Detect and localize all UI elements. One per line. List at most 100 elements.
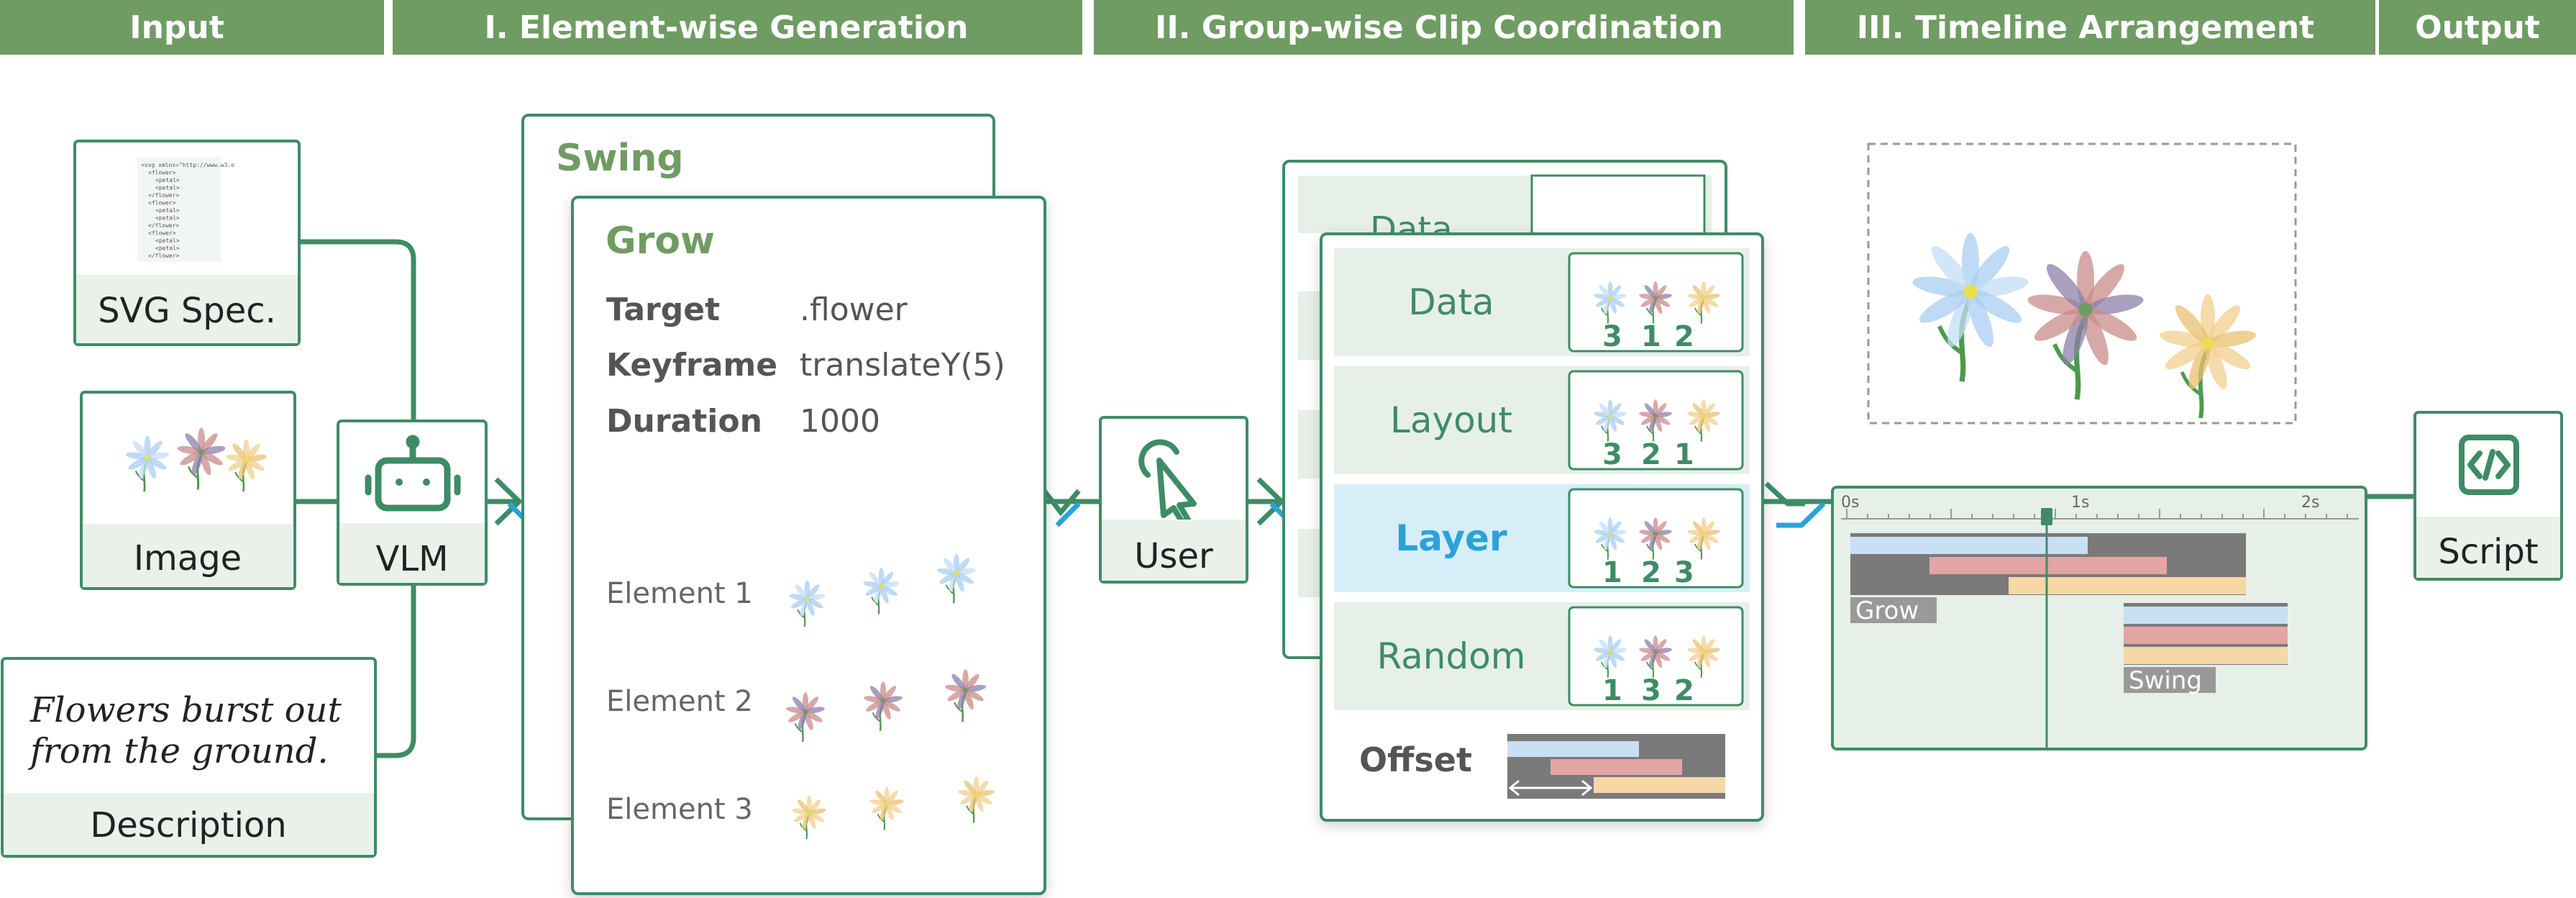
offset-label: Offset bbox=[1359, 740, 1472, 779]
svg-code-line: <petal> bbox=[155, 215, 180, 222]
ruler-ticks bbox=[1846, 509, 2348, 519]
swing-bar-3 bbox=[2124, 647, 2288, 664]
user-box: User bbox=[1099, 416, 1248, 584]
stage-header-timeline bbox=[1805, 0, 2375, 55]
tick-label-0s: 0s bbox=[1841, 494, 1859, 512]
description-text-line-1: Flowers burst out bbox=[29, 690, 342, 730]
order-number: 3 bbox=[1674, 556, 1694, 589]
svg-code-line: <petal> bbox=[155, 245, 180, 252]
svg-code-thumbnail bbox=[137, 157, 221, 262]
property-key-target: Target bbox=[606, 291, 720, 328]
svg-code-line: <petal> bbox=[155, 185, 180, 191]
grow-bar-2 bbox=[1929, 557, 2167, 574]
stage-label-input: Input bbox=[129, 9, 224, 46]
grow-clip-label: Grow bbox=[1855, 597, 1919, 625]
order-number: 1 bbox=[1602, 556, 1622, 589]
property-value-duration: 1000 bbox=[800, 403, 880, 440]
svg-spec-card: <svg xmlns="http://www.w3.o<flower><peta… bbox=[73, 140, 301, 346]
order-number: 3 bbox=[1602, 438, 1622, 471]
order-number: 2 bbox=[1641, 556, 1661, 589]
vlm-box: VLM bbox=[337, 419, 488, 586]
offset-bar-3 bbox=[1594, 777, 1725, 793]
grow-clip: Grow bbox=[1850, 533, 2246, 625]
swing-bar-1 bbox=[2124, 607, 2288, 624]
svg-code-line: <petal> bbox=[155, 207, 180, 214]
property-value-target: .flower bbox=[800, 291, 908, 328]
stage-header-input bbox=[0, 0, 384, 55]
grow-card bbox=[571, 196, 1046, 895]
svg-code-line: <petal> bbox=[155, 177, 180, 183]
generation-cards: Swing Grow Target .flower Keyframe trans… bbox=[521, 114, 1046, 895]
svg-spec-label: SVG Spec. bbox=[98, 291, 276, 331]
order-number: 3 bbox=[1602, 320, 1622, 353]
svg-code-line: </flower> bbox=[148, 253, 180, 259]
order-number: 3 bbox=[1641, 674, 1661, 707]
swing-bar-2 bbox=[2124, 627, 2288, 644]
svg-code-line: </flower> bbox=[148, 192, 180, 199]
timeline-panel: 0s 1s 2s Grow Swing bbox=[1831, 142, 2367, 750]
order-number: 2 bbox=[1674, 674, 1694, 707]
robot-icon bbox=[365, 435, 461, 512]
element-label-1: Element 1 bbox=[606, 577, 753, 610]
strategy-option-label: Layer bbox=[1395, 517, 1507, 559]
offset-arrow bbox=[1508, 779, 1593, 797]
property-key-keyframe: Keyframe bbox=[606, 347, 777, 384]
svg-code-line: </flower> bbox=[148, 222, 180, 229]
order-number: 1 bbox=[1641, 320, 1661, 353]
stage-header-coordination bbox=[1094, 0, 1794, 55]
stage-label-output: Output bbox=[2415, 9, 2540, 46]
stage-label-coordination: II. Group-wise Clip Coordination bbox=[1155, 9, 1723, 46]
offset-preview bbox=[1507, 734, 1725, 799]
description-text-line-2: from the ground. bbox=[28, 731, 329, 771]
description-card: Flowers burst out from the ground. Descr… bbox=[1, 657, 377, 858]
swing-clip: Swing bbox=[2124, 603, 2288, 695]
swing-clip-label: Swing bbox=[2129, 666, 2202, 695]
svg-code-line: <flower> bbox=[148, 170, 176, 176]
description-label: Description bbox=[90, 805, 286, 845]
order-number: 2 bbox=[1641, 438, 1661, 471]
image-card: Image bbox=[80, 391, 296, 590]
stage-header-generation bbox=[393, 0, 1082, 55]
grow-card-title: Grow bbox=[606, 219, 715, 263]
property-key-duration: Duration bbox=[606, 403, 762, 440]
stage-label-generation: I. Element-wise Generation bbox=[485, 9, 969, 46]
connector-description-to-vlm bbox=[375, 584, 416, 758]
offset-bar-2 bbox=[1550, 759, 1682, 775]
property-value-keyframe: translateY(5) bbox=[800, 347, 1005, 384]
svg-code-line: <flower> bbox=[148, 230, 176, 237]
stage-headers: Input I. Element-wise Generation II. Gro… bbox=[0, 0, 2576, 55]
script-label: Script bbox=[2438, 532, 2538, 572]
tick-label-1s: 1s bbox=[2071, 494, 2089, 512]
element-label-2: Element 2 bbox=[606, 685, 753, 718]
order-number: 2 bbox=[1674, 320, 1694, 353]
image-label: Image bbox=[134, 538, 242, 579]
grow-bar-1 bbox=[1850, 537, 2088, 554]
svg-code-line: <svg xmlns="http://www.w3.o bbox=[141, 162, 234, 168]
connector-svg-to-vlm bbox=[299, 239, 416, 421]
swing-card-title: Swing bbox=[556, 137, 684, 180]
strategy-option-label: Data bbox=[1408, 281, 1494, 323]
strategy-option-label: Random bbox=[1376, 635, 1525, 677]
offset-bar-1 bbox=[1507, 741, 1639, 757]
vlm-label: VLM bbox=[376, 539, 449, 579]
code-icon bbox=[2459, 435, 2519, 495]
user-label: User bbox=[1134, 536, 1213, 576]
playhead-handle[interactable] bbox=[2041, 508, 2052, 525]
svg-code-line: <petal> bbox=[155, 237, 180, 244]
tick-label-2s: 2s bbox=[2301, 494, 2319, 512]
svg-code-lines: <svg xmlns="http://www.w3.o<flower><peta… bbox=[141, 162, 234, 259]
stage-header-output bbox=[2379, 0, 2576, 55]
stage-label-timeline: III. Timeline Arrangement bbox=[1857, 9, 2314, 46]
